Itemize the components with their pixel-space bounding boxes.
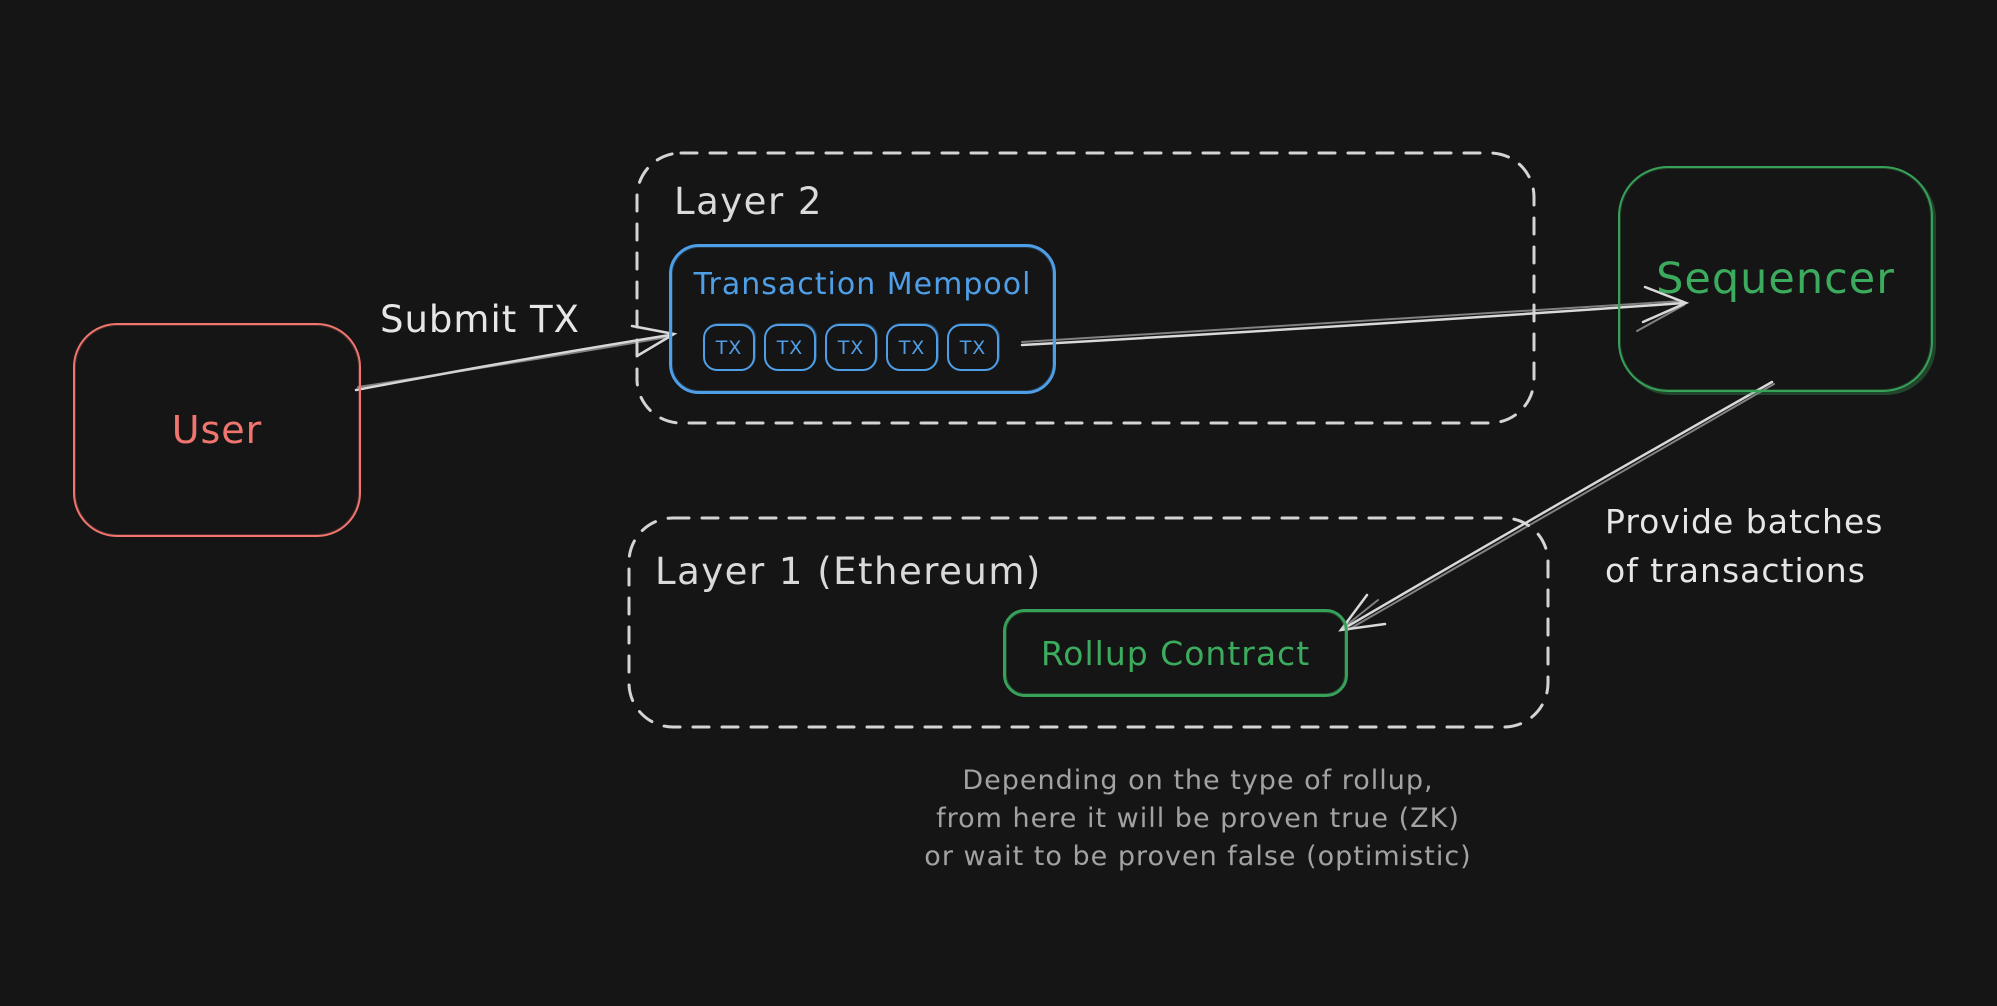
arrow-shaft-sketch bbox=[1021, 300, 1683, 343]
caption-note: Depending on the type of rollup, from he… bbox=[898, 762, 1498, 876]
user-node: User bbox=[73, 323, 361, 537]
provide-batches-line-2: of transactions bbox=[1605, 551, 1866, 590]
caption-line-3: or wait to be proven false (optimistic) bbox=[924, 841, 1472, 872]
layer1-group-label: Layer 1 (Ethereum) bbox=[655, 550, 1042, 593]
tx-box: TX bbox=[764, 324, 816, 371]
arrow-shaft bbox=[1020, 301, 1686, 347]
arrow-head bbox=[630, 324, 678, 358]
mempool-node: Transaction Mempool TX TX TX TX TX bbox=[669, 244, 1056, 394]
sequencer-label: Sequencer bbox=[1656, 254, 1895, 304]
caption-line-1: Depending on the type of rollup, bbox=[962, 765, 1434, 796]
tx-box: TX bbox=[886, 324, 938, 371]
user-label: User bbox=[171, 408, 263, 452]
provide-batches-line-1: Provide batches bbox=[1605, 502, 1884, 541]
mempool-label: Transaction Mempool bbox=[693, 267, 1032, 302]
tx-label: TX bbox=[776, 336, 804, 359]
tx-label: TX bbox=[898, 336, 926, 359]
arrow-head-sketch bbox=[1342, 599, 1379, 629]
layer2-group-label: Layer 2 bbox=[674, 180, 823, 223]
tx-label: TX bbox=[959, 336, 987, 359]
caption-line-2: from here it will be proven true (ZK) bbox=[936, 803, 1460, 834]
tx-box: TX bbox=[703, 324, 755, 371]
tx-row: TX TX TX TX TX bbox=[703, 324, 999, 371]
tx-label: TX bbox=[715, 336, 743, 359]
arrow-shaft-sketch bbox=[357, 336, 669, 388]
submit-tx-edge-label: Submit TX bbox=[380, 298, 580, 341]
arrow-mempool-to-sequencer bbox=[1020, 285, 1690, 347]
sequencer-node: Sequencer bbox=[1618, 166, 1933, 392]
rollup-contract-label: Rollup Contract bbox=[1040, 633, 1311, 673]
arrow-shaft bbox=[354, 333, 672, 392]
arrow-head bbox=[1338, 593, 1387, 632]
provide-batches-edge-label: Provide batches of transactions bbox=[1605, 497, 1883, 595]
tx-label: TX bbox=[837, 336, 865, 359]
tx-box: TX bbox=[825, 324, 877, 371]
tx-box: TX bbox=[947, 324, 999, 371]
rollup-contract-node: Rollup Contract bbox=[1003, 609, 1348, 697]
